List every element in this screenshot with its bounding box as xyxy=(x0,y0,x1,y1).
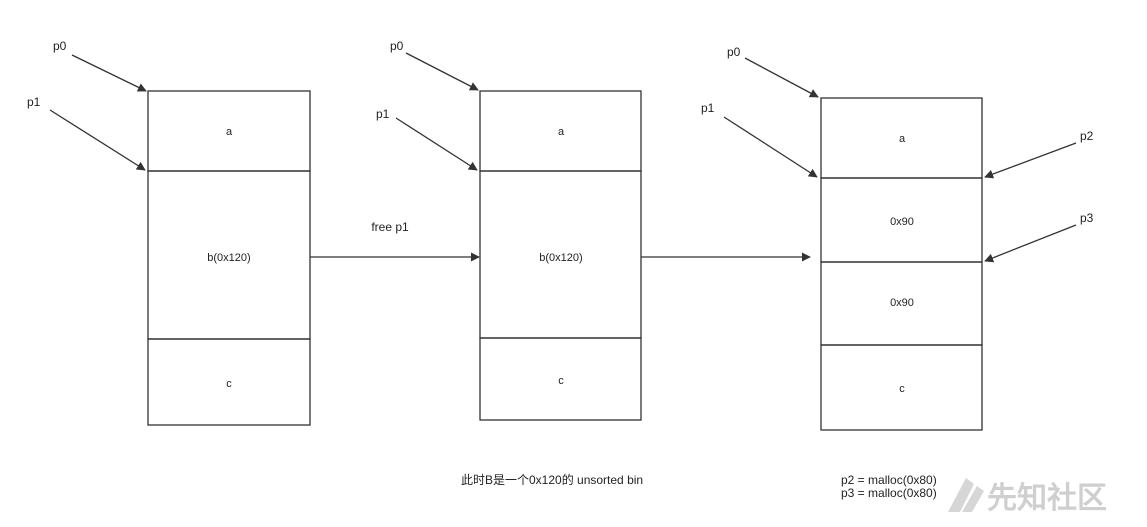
chunk-c-block xyxy=(479,337,642,421)
pointer-p1-label: p1 xyxy=(701,101,715,115)
pointer-p3-arrow xyxy=(984,224,1077,263)
malloc-p3-caption: p3 = malloc(0x80) xyxy=(841,486,937,500)
pointer-p1-arrow xyxy=(49,109,146,171)
chunk-c-label: c xyxy=(226,378,232,390)
chunk-b-label: b(0x120) xyxy=(207,252,250,264)
xianzhi-logo-icon xyxy=(948,478,984,512)
chunk-c-block xyxy=(820,344,983,431)
watermark-text: 先知社区 xyxy=(987,482,1107,515)
chunk-0x90-first-label: 0x90 xyxy=(890,216,914,228)
pointer-p1-label: p1 xyxy=(376,107,390,121)
malloc-p2-caption: p2 = malloc(0x80) xyxy=(841,473,937,487)
chunk-a-label: a xyxy=(899,133,906,145)
stage-1: a b(0x120) c p0 p1 xyxy=(27,39,311,426)
watermark: 先知社区 xyxy=(948,478,1107,515)
chunk-c-block xyxy=(147,338,311,426)
pointer-p0-arrow xyxy=(71,54,147,92)
chunk-b-label: b(0x120) xyxy=(539,252,582,264)
pointer-p0-label: p0 xyxy=(390,39,404,53)
chunk-c-label: c xyxy=(899,383,905,395)
stage-2: a b(0x120) c p0 p1 xyxy=(376,39,642,421)
pointer-p1-label: p1 xyxy=(27,95,41,109)
unsorted-bin-caption: 此时B是一个0x120的 unsorted bin xyxy=(461,472,643,487)
pointer-p0-label: p0 xyxy=(53,39,67,53)
pointer-p0-arrow xyxy=(744,57,819,98)
chunk-a-label: a xyxy=(226,126,233,138)
pointer-p2-arrow xyxy=(984,142,1077,179)
pointer-p0-arrow xyxy=(405,52,479,91)
stage-3: a 0x90 0x90 c p0 p1 p2 p3 xyxy=(701,45,1094,431)
pointer-p3-label: p3 xyxy=(1080,211,1094,225)
pointer-p1-arrow xyxy=(395,117,478,171)
pointer-p2-label: p2 xyxy=(1080,129,1094,143)
chunk-0x90-second-label: 0x90 xyxy=(890,297,914,309)
pointer-p1-arrow xyxy=(723,116,818,178)
chunk-a-label: a xyxy=(558,126,565,138)
pointer-p0-label: p0 xyxy=(727,45,741,59)
free-p1-label: free p1 xyxy=(371,220,409,234)
chunk-c-label: c xyxy=(558,375,564,387)
